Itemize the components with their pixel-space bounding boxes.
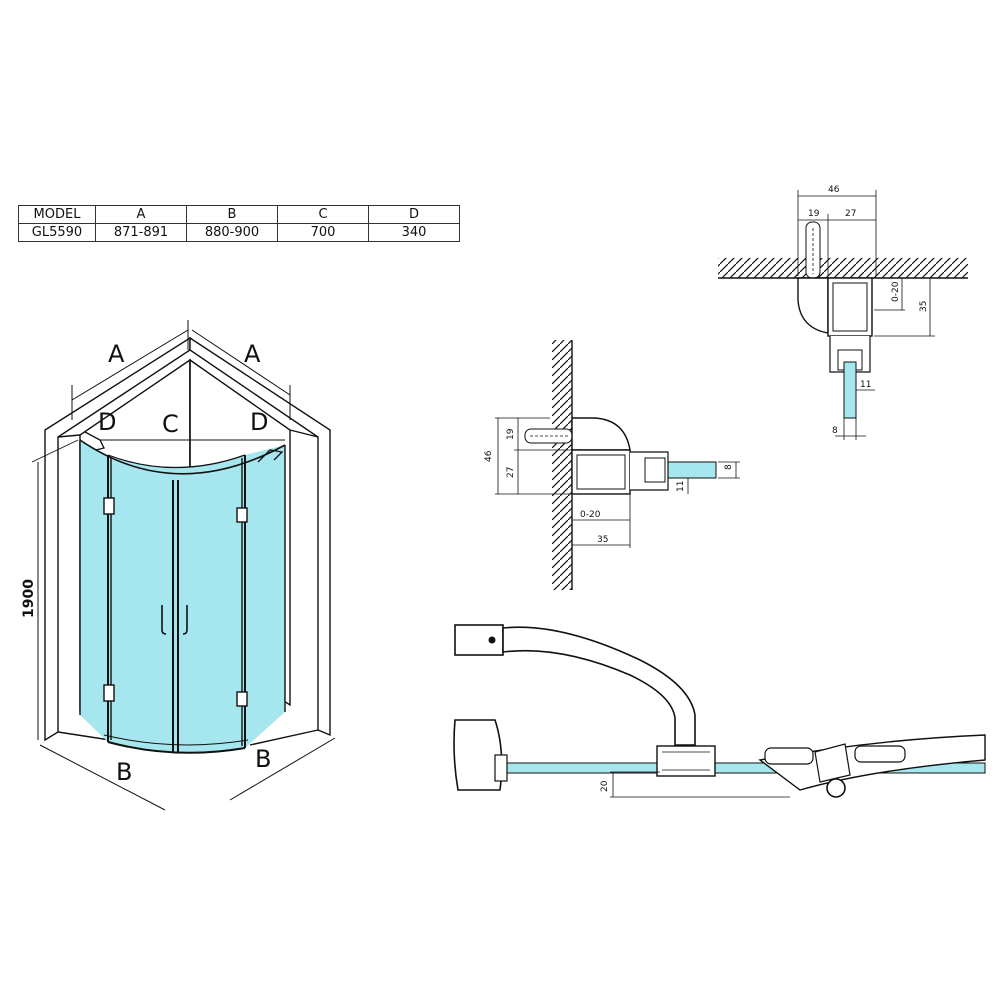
spec-table-header-row: MODEL A B C D [18, 205, 460, 224]
wall-profile-section: 46 19 27 8 11 0-20 35 [484, 340, 740, 590]
wall-dim-27: 27 [506, 467, 516, 478]
ceiling-dim-11: 11 [860, 380, 871, 390]
ceiling-dim-8: 8 [832, 426, 838, 436]
spec-table: MODEL A B C D GL5590 871-891 880-900 700… [18, 205, 460, 242]
spec-cell-d: 340 [368, 223, 460, 242]
label-a-left: A [108, 340, 125, 368]
bottom-dim-20: 20 [600, 780, 610, 792]
ceiling-dim-27: 27 [845, 209, 856, 219]
wall-dim-35: 35 [597, 535, 608, 545]
spec-cell-b: 880-900 [186, 223, 278, 242]
label-d-left: D [98, 408, 116, 436]
stabilizer-bar-detail: 20 [453, 624, 986, 798]
ceiling-dim-19: 19 [808, 209, 820, 219]
ceiling-dim-46: 46 [828, 185, 840, 195]
height-label: 1900 [21, 579, 37, 618]
label-c: C [162, 410, 179, 438]
ceiling-dim-35: 35 [919, 301, 929, 312]
label-d-right: D [250, 408, 268, 436]
glass-panel [80, 440, 285, 753]
label-a-right: A [244, 340, 261, 368]
ceiling-dim-0-20: 0-20 [891, 281, 901, 302]
wall-dim-46: 46 [484, 450, 494, 462]
wall-dim-0-20: 0-20 [580, 510, 601, 520]
wall-dim-19: 19 [506, 428, 516, 440]
spec-table-row: GL5590 871-891 880-900 700 340 [18, 223, 460, 242]
wall-dim-8: 8 [724, 464, 734, 470]
shower-enclosure-view [31, 320, 336, 811]
label-b-left: B [116, 758, 132, 786]
label-b-right: B [255, 745, 271, 773]
ceiling-profile-section: 46 19 27 0-20 35 11 8 [718, 185, 968, 440]
spec-cell-a: 871-891 [95, 223, 187, 242]
spec-cell-model: GL5590 [18, 223, 96, 242]
wall-dim-11: 11 [676, 481, 686, 492]
